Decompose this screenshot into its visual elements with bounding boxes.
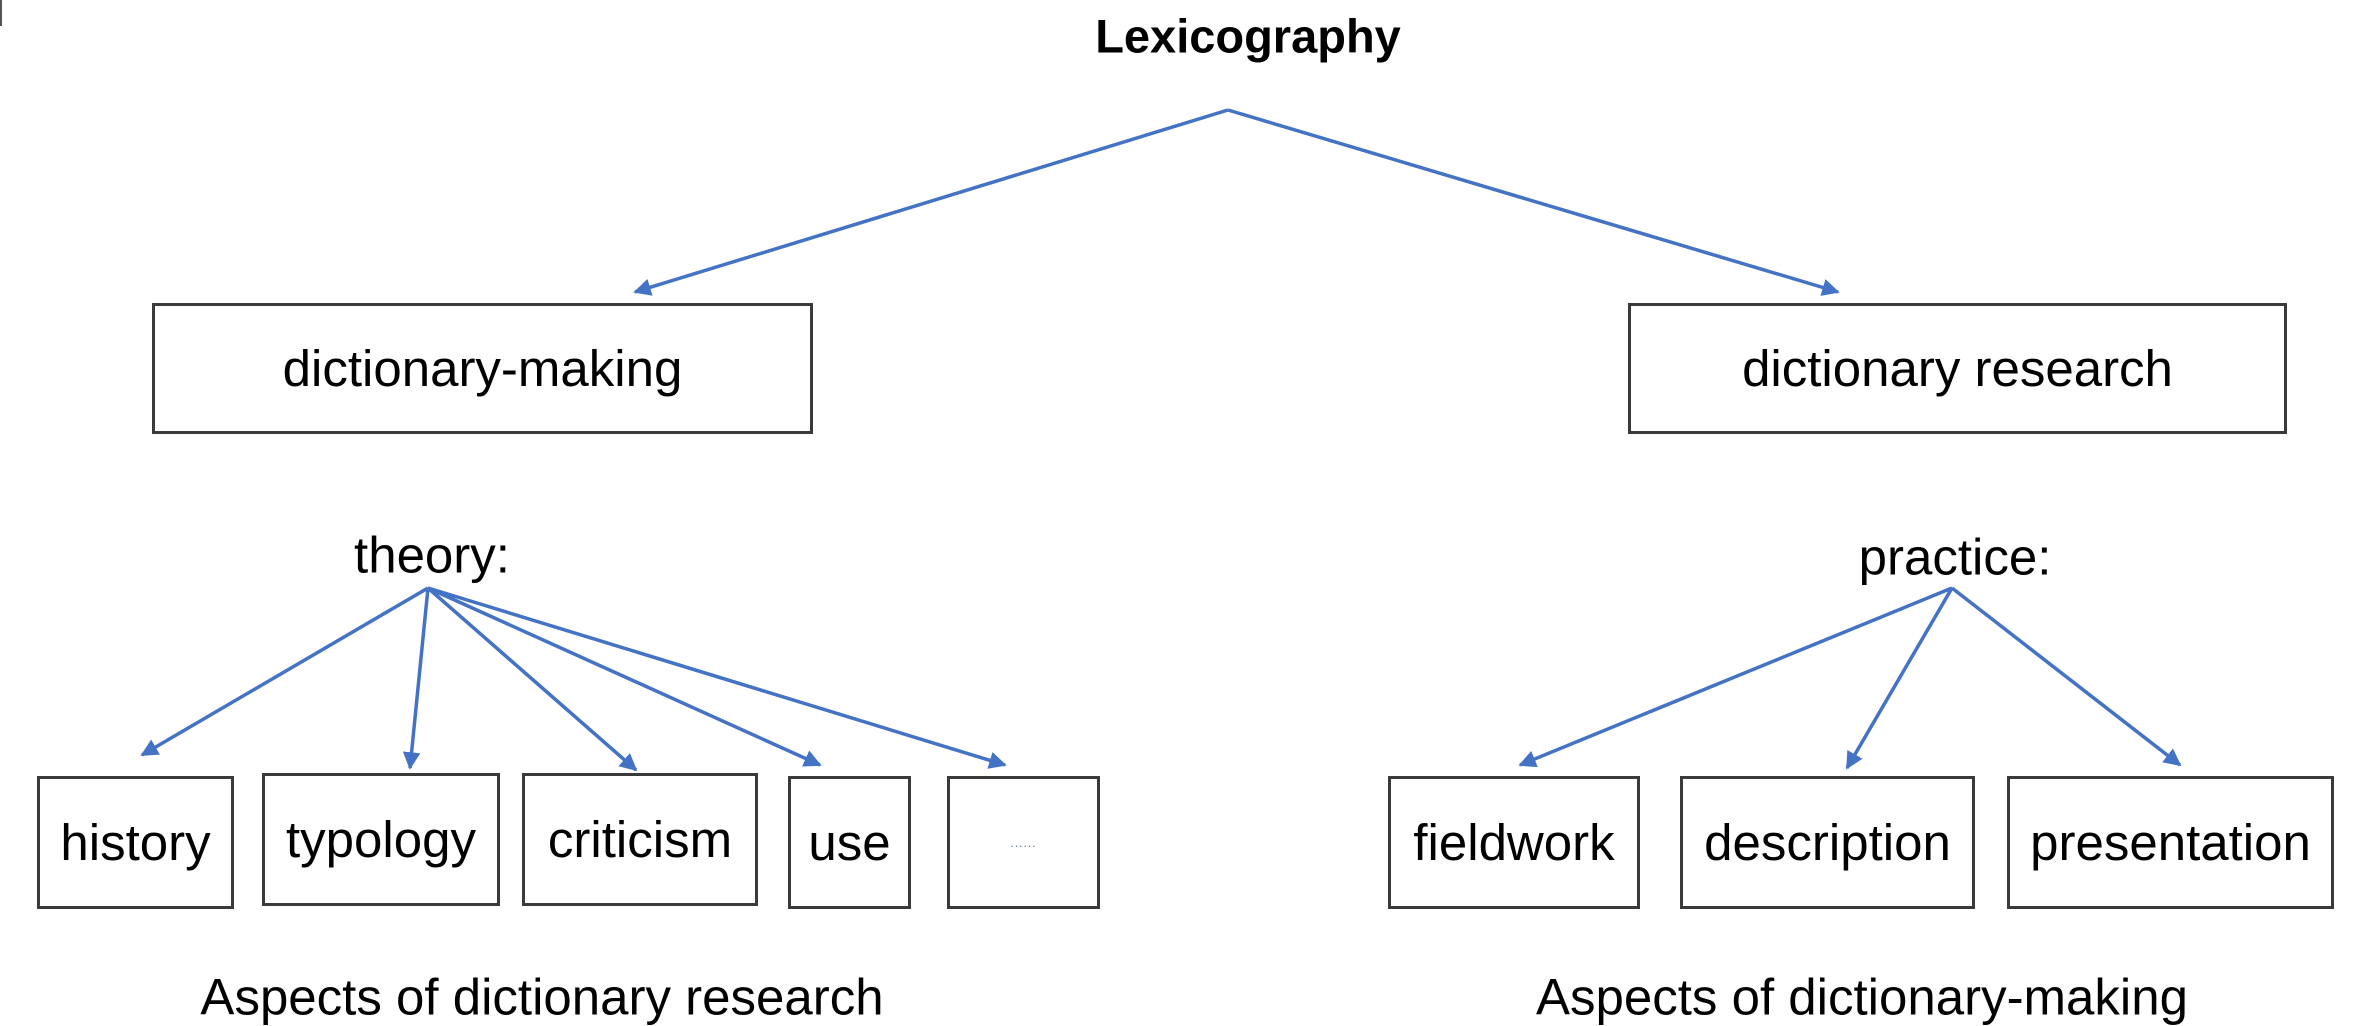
theory-label: theory:: [354, 526, 510, 584]
practice-caption: Aspects of dictionary-making: [1536, 968, 2188, 1026]
practice-label: practice:: [1858, 528, 2052, 586]
box-criticism-label: criticism: [547, 811, 733, 868]
arrow-to-typology: [402, 587, 430, 770]
diagram-title: Lexicography: [1095, 9, 1401, 63]
box-fieldwork-label: fieldwork: [1413, 814, 1615, 871]
arrow-to-ellipsis: [427, 586, 1007, 769]
arrow-to-presentation: [1950, 586, 2182, 767]
box-history-label: history: [60, 814, 211, 871]
arrow-to-fieldwork: [1518, 586, 1953, 768]
box-dictionary-research-label: dictionary research: [1742, 340, 2173, 397]
arrow-to-history: [140, 586, 429, 757]
box-dictionary-making: dictionary-making: [152, 303, 813, 434]
arrow-to-criticism: [426, 586, 638, 772]
box-ellipsis-label: ......: [1010, 835, 1037, 850]
arrow-to-description: [1845, 587, 1954, 770]
box-criticism: criticism: [522, 773, 758, 906]
box-typology-label: typology: [286, 811, 476, 868]
box-description-label: description: [1704, 814, 1951, 871]
box-use: use: [788, 776, 911, 909]
box-presentation: presentation: [2007, 776, 2334, 909]
arrow-to-dictionary-research: [1227, 108, 1840, 296]
box-ellipsis: ......: [947, 776, 1100, 909]
arrow-to-use: [427, 586, 822, 767]
theory-caption: Aspects of dictionary research: [200, 968, 884, 1026]
box-fieldwork: fieldwork: [1388, 776, 1640, 909]
text-cursor: [0, 0, 2, 26]
box-dictionary-making-label: dictionary-making: [282, 340, 683, 397]
box-dictionary-research: dictionary research: [1628, 303, 2287, 434]
box-use-label: use: [808, 814, 891, 871]
box-presentation-label: presentation: [2030, 814, 2311, 871]
arrow-to-dictionary-making: [633, 108, 1229, 296]
box-history: history: [37, 776, 234, 909]
box-description: description: [1680, 776, 1975, 909]
box-typology: typology: [262, 773, 500, 906]
